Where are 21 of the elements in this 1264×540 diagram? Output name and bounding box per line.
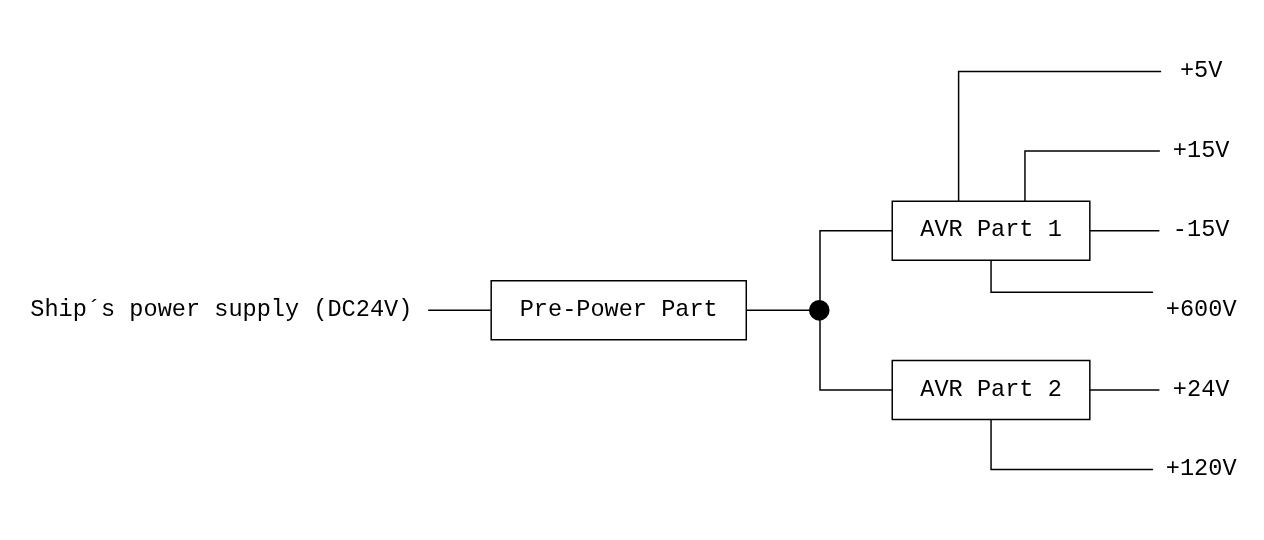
node-text: +24V: [1172, 375, 1230, 403]
connector: [745, 309, 811, 311]
connector: [427, 309, 492, 311]
connector: [990, 259, 1154, 293]
connector: [1089, 388, 1161, 391]
connector: [819, 229, 893, 301]
connector: [957, 70, 1162, 202]
node-text: Ship´s power supply (DC24V): [30, 295, 413, 323]
node-circle: [808, 299, 830, 321]
node-text: +120V: [1165, 454, 1237, 482]
node-box: AVR Part 1: [891, 199, 1091, 261]
connector: [990, 418, 1154, 470]
node-box: AVR Part 2: [891, 359, 1091, 420]
connector: [1024, 149, 1161, 202]
node-text: +600V: [1165, 295, 1237, 323]
node-text: -15V: [1172, 215, 1230, 243]
node-text: +5V: [1179, 56, 1223, 84]
connector: [819, 318, 893, 391]
connector: [1089, 229, 1161, 231]
node-box: Pre-Power Part: [490, 279, 747, 341]
node-text: +15V: [1172, 136, 1230, 164]
